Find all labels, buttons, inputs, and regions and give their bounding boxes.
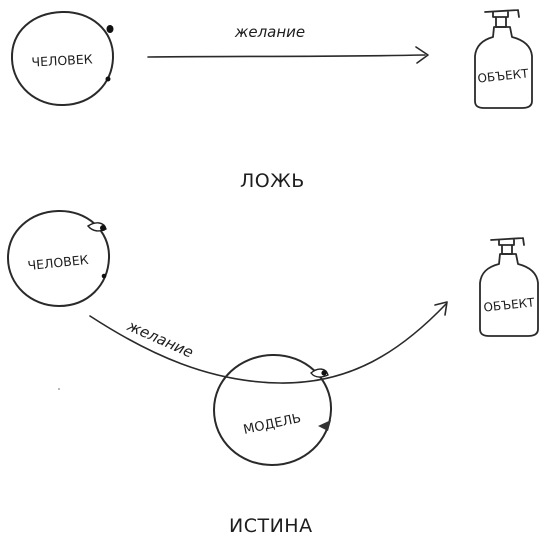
bottom-pump-icon — [490, 237, 525, 255]
bottom-model-circle — [213, 353, 333, 466]
top-person-circle — [10, 10, 115, 107]
bottom-arrow-line — [89, 303, 447, 384]
stray-dot — [58, 388, 60, 390]
top-person: ЧЕЛОВЕК — [10, 10, 115, 107]
top-object: ОБЪЕКТ — [474, 9, 533, 109]
top-arrowhead-icon — [415, 46, 429, 64]
bottom-model-ear-icon — [318, 420, 331, 431]
bottom-arrowhead-icon — [434, 301, 448, 316]
top-caption: ЛОЖЬ — [240, 170, 305, 192]
bottom-model: МОДЕЛЬ — [213, 353, 333, 466]
bottom-person-eye-icon — [100, 225, 106, 231]
bottom-object-label: ОБЪЕКТ — [483, 295, 536, 314]
top-person-eye-icon — [106, 25, 114, 33]
top-object-label: ОБЪЕКТ — [477, 66, 530, 85]
top-arrow-line — [147, 54, 426, 58]
bottom-person-circle — [7, 209, 111, 307]
bottom-caption: ИСТИНА — [229, 515, 313, 537]
bottom-model-eye-icon — [321, 370, 327, 376]
bottom-person: ЧЕЛОВЕК — [7, 209, 111, 307]
bottom-model-label: МОДЕЛЬ — [242, 411, 302, 438]
top-bottle-body — [474, 26, 533, 109]
top-pump-icon — [484, 9, 520, 28]
bottom-person-ear-icon — [101, 273, 107, 279]
bottom-object: ОБЪЕКТ — [479, 237, 539, 337]
bottom-bottle-body — [479, 253, 539, 337]
top-person-label: ЧЕЛОВЕК — [31, 51, 93, 69]
bottom-desire-arrow: желание — [89, 301, 448, 384]
top-scheme: ЧЕЛОВЕК желание ОБЪЕКТ — [10, 9, 533, 109]
top-person-ear-icon — [105, 76, 111, 82]
bottom-person-label: ЧЕЛОВЕК — [27, 252, 89, 273]
top-desire-arrow: желание — [147, 23, 429, 64]
top-desire-label: желание — [234, 23, 305, 41]
bottom-scheme: ЧЕЛОВЕК МОДЕЛЬ желание ОБЪЕКТ — [7, 209, 539, 466]
